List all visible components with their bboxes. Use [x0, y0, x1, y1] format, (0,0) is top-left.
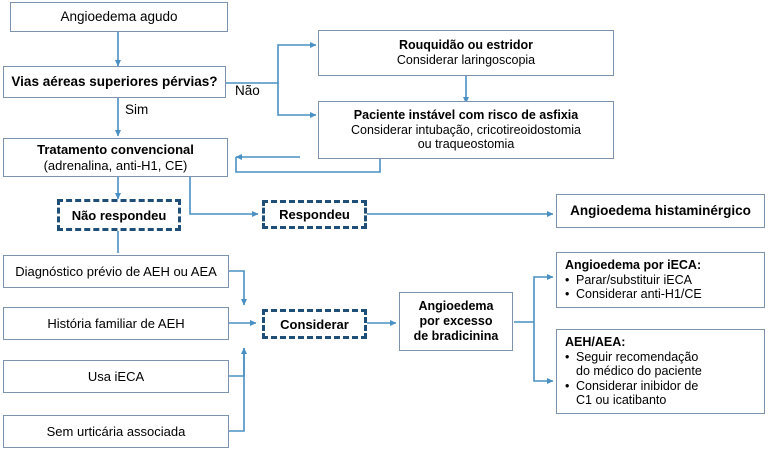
- node-histaminergic: Angioedema histaminérgico: [556, 194, 765, 228]
- node-bradykinin-line-2: por excesso: [419, 314, 493, 329]
- node-unstable-patient: Paciente instável com risco de asfixia C…: [318, 101, 614, 159]
- node-aeh-aea: AEH/AEA: Seguir recomendação do médico d…: [556, 329, 765, 414]
- node-unstable-detail-2: ou traqueostomia: [417, 137, 515, 152]
- node-hoarseness-detail: Considerar laringoscopia: [396, 53, 536, 67]
- node-hoarseness-title: Rouquidão ou estridor: [398, 38, 534, 53]
- node-unstable-title: Paciente instável com risco de asfixia: [353, 107, 579, 122]
- node-uses-ieca-label: Usa iECA: [87, 368, 145, 384]
- node-conventional-treatment-title: Tratamento convencional: [37, 142, 194, 158]
- node-family-history: História familiar de AEH: [3, 307, 229, 340]
- edge-label-sim: Sim: [125, 102, 149, 117]
- node-start: Angioedema agudo: [10, 2, 228, 32]
- node-consider: Considerar: [262, 309, 367, 339]
- node-no-response: Não respondeu: [57, 199, 181, 231]
- edge-label-sim-text: Sim: [125, 102, 149, 117]
- node-aeh-aea-bullets: Seguir recomendação do médico do pacient…: [565, 350, 702, 408]
- node-hoarseness: Rouquidão ou estridor Considerar laringo…: [318, 30, 614, 76]
- node-prior-diagnosis: Diagnóstico prévio de AEH ou AEA: [3, 255, 229, 288]
- node-ieca-angioedema-title: Angioedema por iECA:: [565, 258, 702, 273]
- node-family-history-label: História familiar de AEH: [47, 315, 185, 331]
- list-item-line-2: do médico do paciente: [576, 364, 702, 379]
- edge-label-nao: Não: [235, 84, 260, 98]
- list-item-line-1: Seguir recomendação: [576, 349, 699, 364]
- node-responded: Respondeu: [262, 200, 367, 229]
- node-uses-ieca: Usa iECA: [3, 360, 229, 393]
- list-item-line-1: Considerar inibidor de: [576, 378, 699, 393]
- edge-label-nao-text: Não: [235, 83, 260, 98]
- list-item: Parar/substituir iECA: [565, 273, 702, 288]
- node-conventional-treatment: Tratamento convencional (adrenalina, ant…: [3, 138, 228, 177]
- node-bradykinin-line-1: Angioedema: [418, 299, 494, 314]
- node-bradykinin: Angioedema por excesso de bradicinina: [399, 292, 513, 351]
- node-no-response-label: Não respondeu: [71, 207, 167, 223]
- node-ieca-angioedema-bullets: Parar/substituir iECA Considerar anti-H1…: [565, 273, 702, 302]
- list-item: Considerar anti-H1/CE: [565, 287, 702, 302]
- list-item: Seguir recomendação do médico do pacient…: [565, 350, 702, 379]
- list-item: Considerar inibidor de C1 ou icatibanto: [565, 379, 702, 408]
- node-prior-diagnosis-label: Diagnóstico prévio de AEH ou AEA: [15, 263, 217, 279]
- node-conventional-treatment-detail: (adrenalina, anti-H1, CE): [43, 157, 188, 173]
- node-start-label: Angioedema agudo: [60, 9, 178, 25]
- node-no-urticaria-label: Sem urticária associada: [46, 423, 186, 439]
- node-aeh-aea-title: AEH/AEA:: [565, 335, 626, 350]
- node-bradykinin-line-3: de bradicinina: [413, 328, 499, 343]
- node-airway-question: Vias aéreas superiores pérvias?: [3, 66, 226, 98]
- node-responded-label: Respondeu: [279, 207, 350, 222]
- node-histaminergic-label: Angioedema histaminérgico: [570, 203, 751, 219]
- node-ieca-angioedema: Angioedema por iECA: Parar/substituir iE…: [556, 252, 765, 308]
- node-unstable-detail-1: Considerar intubação, cricotireoidostomi…: [351, 122, 581, 137]
- node-airway-question-label: Vias aéreas superiores pérvias?: [11, 74, 218, 90]
- node-no-urticaria: Sem urticária associada: [3, 415, 229, 448]
- list-item-line-2: C1 ou icatibanto: [576, 393, 667, 408]
- node-consider-label: Considerar: [280, 316, 349, 332]
